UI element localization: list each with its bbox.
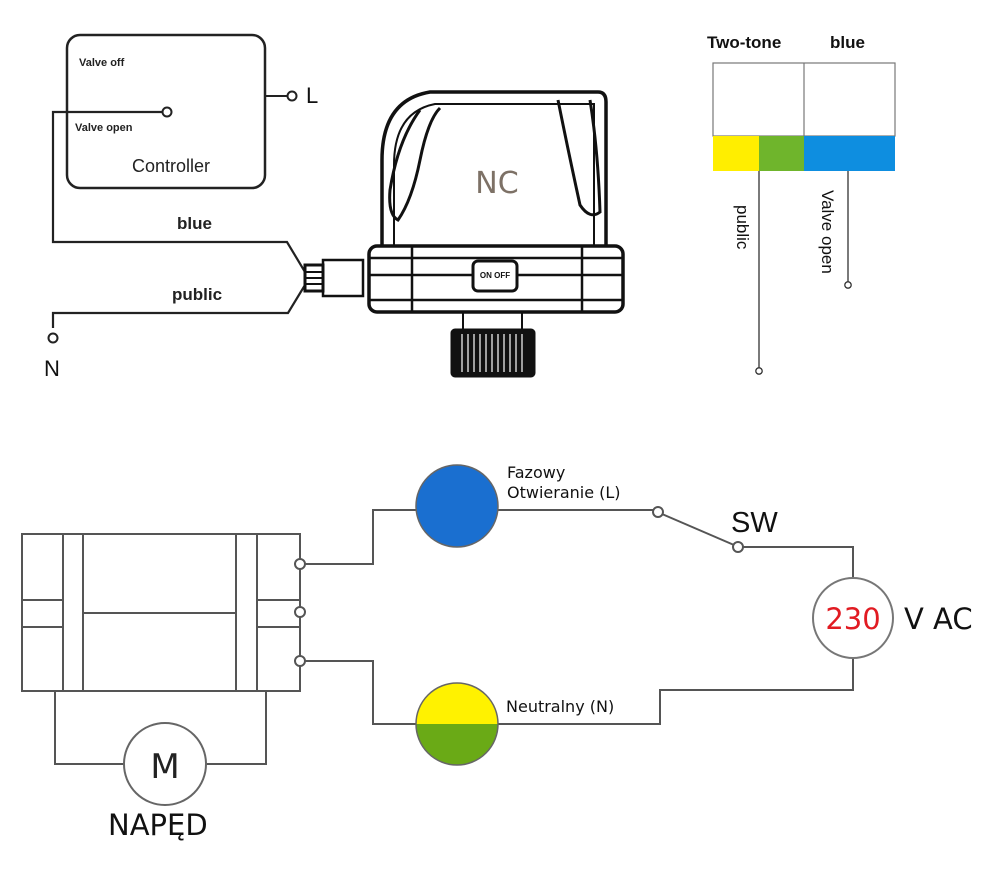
legend-valve-open-label: Valve open xyxy=(818,190,837,274)
valve-body-schematic xyxy=(21,533,301,692)
N-label: N xyxy=(44,356,60,381)
public-wire-label: public xyxy=(172,285,222,304)
valve-actuator xyxy=(303,90,625,378)
L-label: L xyxy=(306,83,318,108)
switch-terminal-1 xyxy=(652,506,664,518)
valve-off-label: Valve off xyxy=(79,57,125,69)
motor-loop xyxy=(54,691,267,765)
on-off-switch-label: ON OFF xyxy=(480,271,510,280)
power-source-voltage: 230 xyxy=(825,602,880,636)
actuator-base xyxy=(367,244,625,314)
neutral-wire-indicator xyxy=(415,682,499,766)
controller-contact-terminal xyxy=(161,106,173,118)
top-wires xyxy=(51,110,306,328)
power-source-symbol xyxy=(812,577,894,659)
switch-terminal-2 xyxy=(732,541,744,553)
legend-header-two-tone: Two-tone xyxy=(707,33,781,52)
on-off-switch xyxy=(471,259,519,293)
phase-label-line1: Fazowy xyxy=(507,463,565,482)
two-tone-green-swatch xyxy=(759,136,804,171)
blue-wire-label: blue xyxy=(177,214,212,233)
legend-public-label: public xyxy=(733,205,752,250)
motor-label: NAPĘD xyxy=(108,808,208,842)
nc-label: NC xyxy=(475,166,518,201)
two-tone-yellow-swatch xyxy=(713,136,759,171)
neutral-label: Neutralny (N) xyxy=(506,697,614,716)
circuit-wires xyxy=(305,509,854,725)
valve-terminal-neutral xyxy=(294,655,306,667)
valve-open-label: Valve open xyxy=(75,122,133,134)
wire-switch-to-source xyxy=(742,546,854,578)
motor-symbol-label: M xyxy=(150,747,179,787)
switch-blade xyxy=(661,513,735,546)
switch-label: SW xyxy=(731,507,778,539)
power-source-unit: V AC xyxy=(904,602,973,636)
L-terminal xyxy=(286,90,298,102)
controller-title: Controller xyxy=(132,156,210,176)
actuator-housing xyxy=(380,90,608,246)
blue-wire xyxy=(51,110,306,273)
N-terminal xyxy=(47,332,59,344)
valve-terminal-middle xyxy=(294,606,306,618)
blue-swatch xyxy=(804,136,895,171)
cable-gland xyxy=(321,258,365,298)
wire-source-to-neutral xyxy=(498,658,854,725)
controller-block: Valve off Valve open Controller L xyxy=(65,33,318,190)
wire-color-legend: Two-tone blue public Valve open xyxy=(707,33,896,375)
wire-neutral-in xyxy=(305,660,417,725)
neutral-green-half xyxy=(416,724,498,765)
valve-terminal-open xyxy=(294,558,306,570)
public-wire xyxy=(51,284,306,328)
valve-open-leader-terminal xyxy=(844,281,852,289)
public-leader-terminal xyxy=(755,367,763,375)
wire-phase-in xyxy=(305,509,417,565)
nut-knurling xyxy=(461,334,523,372)
phase-wire-indicator xyxy=(415,464,499,548)
neutral-yellow-half xyxy=(416,683,498,724)
knurled-nut xyxy=(450,328,536,378)
motor-symbol xyxy=(123,722,207,806)
legend-header-blue: blue xyxy=(830,33,865,52)
phase-label-line2: Otwieranie (L) xyxy=(507,483,621,502)
